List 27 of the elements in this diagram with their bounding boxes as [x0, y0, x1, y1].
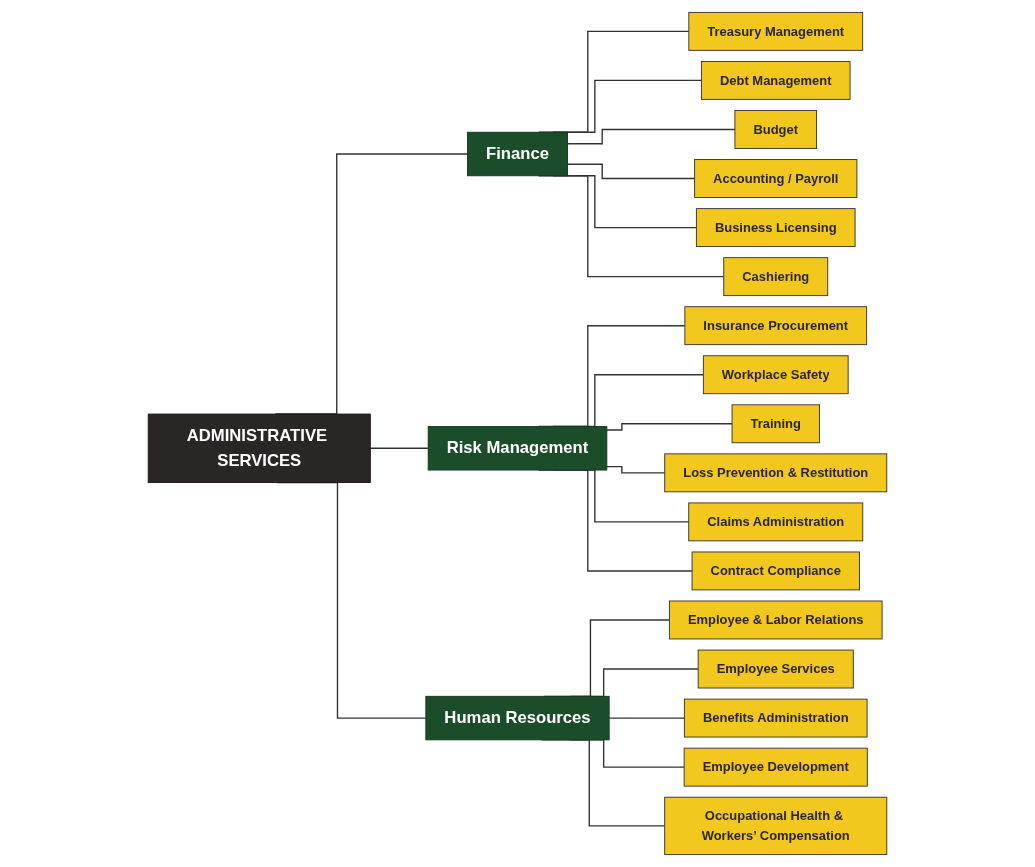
node-box: Accounting / Payroll: [694, 159, 858, 198]
node-box: Claims Administration: [688, 502, 864, 542]
node-box: Employee Development: [683, 747, 868, 787]
node-box: Risk Management: [427, 426, 608, 471]
node-box: ADMINISTRATIVE SERVICES: [147, 413, 371, 483]
connector: [566, 163, 696, 180]
node-box: Occupational Health & Workers’ Compensation: [664, 796, 888, 856]
node-box: Cashiering: [723, 257, 829, 297]
node-box: Loss Prevention & Restitution: [664, 453, 888, 493]
connector: [606, 423, 733, 431]
node-box: Employee & Labor Relations: [668, 600, 883, 640]
node-box: Debt Management: [700, 61, 851, 100]
node-box: Employee Services: [697, 649, 854, 689]
connector: [369, 447, 429, 449]
node-box: Insurance Procurement: [684, 306, 868, 346]
connector: [606, 465, 666, 474]
node-box: Budget: [734, 110, 818, 149]
node-box: Training: [731, 404, 820, 444]
connector: [608, 717, 686, 719]
node-box: Finance: [467, 131, 568, 177]
node-box: Benefits Administration: [683, 698, 868, 738]
node-box: Contract Compliance: [691, 551, 860, 591]
node-box: Business Licensing: [695, 208, 856, 247]
connector: [566, 128, 736, 145]
node-box: Workplace Safety: [702, 355, 849, 395]
node-box: Treasury Management: [688, 11, 864, 51]
node-box: Human Resources: [425, 695, 610, 741]
